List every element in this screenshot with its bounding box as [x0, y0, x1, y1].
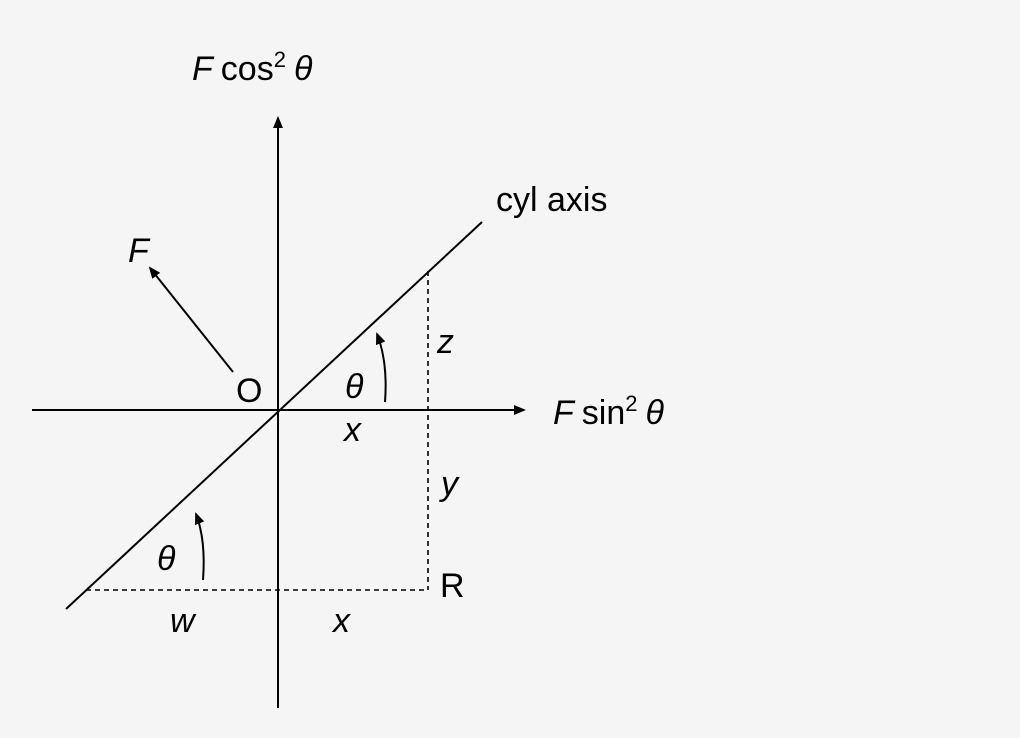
origin-label: O: [236, 372, 262, 410]
segment-w-label: w: [170, 602, 197, 640]
angle-lower-label: θ: [157, 540, 176, 578]
segment-y-label: y: [439, 465, 460, 503]
point-r-label: R: [440, 567, 465, 605]
angle-upper-label: θ: [345, 368, 364, 406]
cyl-axis-label: cyl axis: [496, 181, 607, 219]
segment-x-lower-label: x: [331, 602, 351, 640]
angle-arc-lower: [194, 512, 205, 581]
cyl-axis-line: [65, 221, 483, 610]
force-label: F: [128, 232, 151, 270]
angle-arc-upper: [375, 332, 387, 403]
force-arrow: [148, 266, 234, 373]
segment-x-upper-label: x: [342, 411, 362, 449]
segment-z-label: z: [436, 323, 454, 361]
